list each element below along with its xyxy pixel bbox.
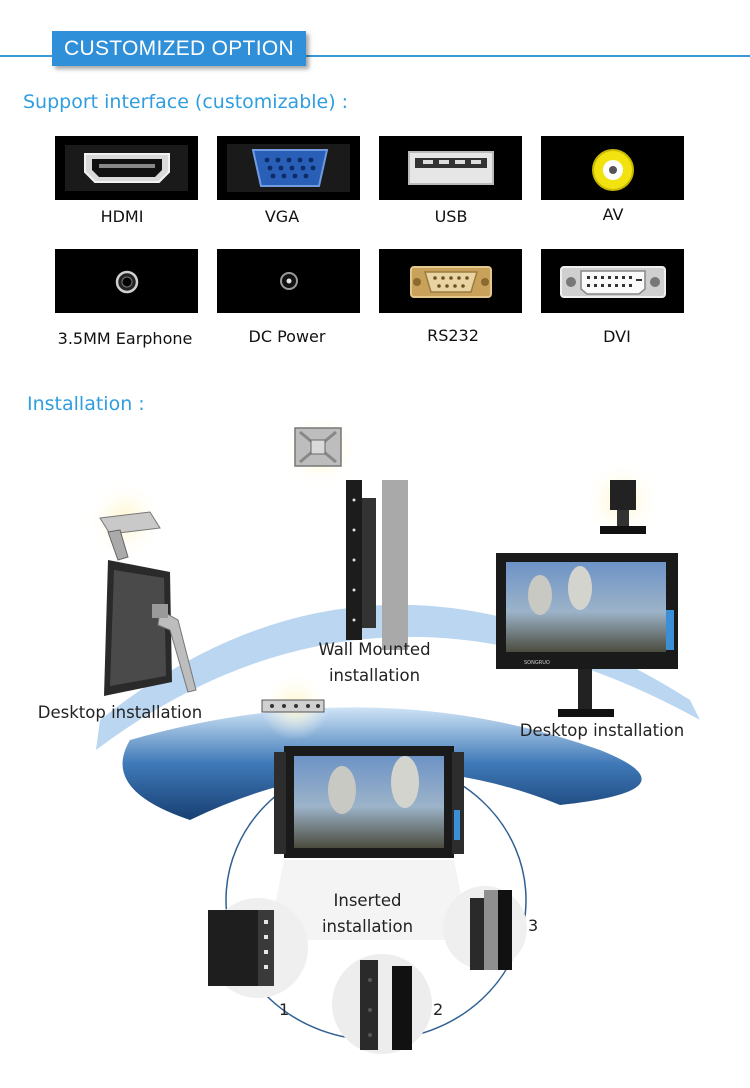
usb-tile — [379, 136, 522, 200]
hdmi-port-icon — [65, 145, 188, 191]
hdmi-tile — [55, 136, 198, 200]
hdmi-label: HDMI — [100, 207, 144, 226]
desktop-stand-bracket-icon — [99, 511, 161, 561]
dvi-label: DVI — [603, 327, 631, 346]
header-divider — [0, 55, 750, 57]
usb-label: USB — [434, 207, 468, 226]
vga-port-icon — [227, 144, 350, 192]
desktop-right-caption: Desktop installation — [519, 721, 685, 740]
step-number-3: 3 — [528, 916, 539, 935]
inserted-monitor — [268, 746, 470, 940]
wall-mounted-monitor — [346, 480, 408, 650]
interface-section-title: Support interface (customizable) : — [23, 91, 349, 113]
desktop-left-caption: Desktop installation — [37, 703, 203, 722]
right-desktop-monitor: SONGRUO — [496, 553, 678, 717]
header-badge — [52, 31, 306, 66]
step-2-detail — [332, 954, 432, 1054]
rs232-port-icon — [410, 266, 492, 298]
step-3-detail — [443, 886, 527, 970]
dc-power-label: DC Power — [248, 327, 326, 346]
dc-power-tile — [217, 249, 360, 313]
av-rca-port-icon — [592, 149, 634, 191]
step-number-2: 2 — [433, 1000, 444, 1019]
rs232-label: RS232 — [427, 326, 479, 345]
rs232-tile — [379, 249, 522, 313]
earphone-label: 3.5MM Earphone — [57, 329, 193, 348]
monitor-stand-icon — [600, 480, 646, 534]
earphone-jack-icon — [115, 270, 139, 294]
brand-mark: SONGRUO — [524, 660, 550, 666]
inserted-caption-line2: installation — [321, 917, 414, 936]
left-desktop-monitor — [104, 560, 197, 696]
dvi-port-icon — [560, 266, 666, 298]
wall-mounted-caption-line2: installation — [328, 666, 421, 685]
usb-port-icon — [408, 151, 494, 185]
earphone-tile — [55, 249, 198, 313]
vesa-bracket-icon — [294, 427, 342, 467]
installation-diagram: SONGRUO — [85, 420, 700, 1054]
av-label: AV — [602, 205, 624, 224]
step-number-1: 1 — [279, 1000, 290, 1019]
av-tile — [541, 136, 684, 200]
dc-power-jack-icon — [280, 272, 298, 290]
installation-section-title: Installation : — [27, 393, 145, 415]
vga-tile — [217, 136, 360, 200]
step-1-detail — [208, 898, 308, 998]
vga-label: VGA — [264, 207, 300, 226]
wall-mounted-caption-line1: Wall Mounted — [318, 640, 431, 659]
header-title: CUSTOMIZED OPTION — [64, 37, 294, 60]
dvi-tile — [541, 249, 684, 313]
mount-rail-icon — [261, 699, 325, 713]
inserted-caption-line1: Inserted — [333, 891, 402, 910]
